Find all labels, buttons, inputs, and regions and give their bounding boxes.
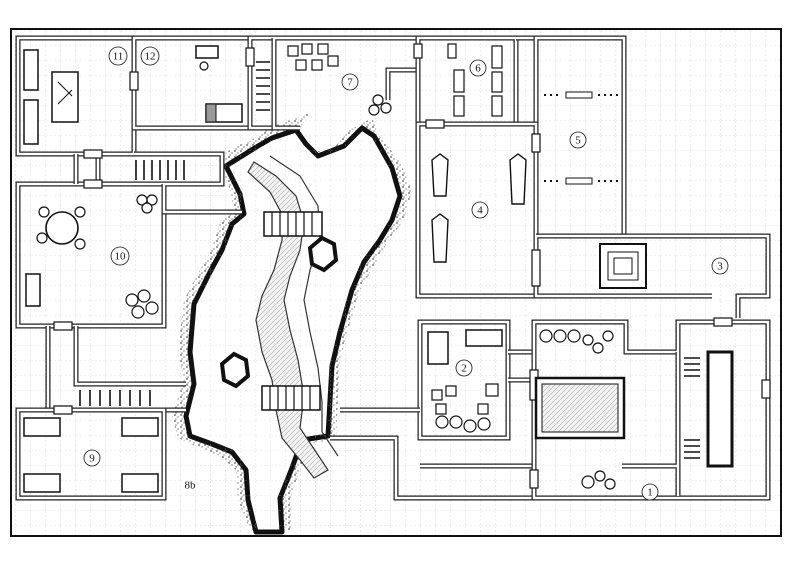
chain-icon [544, 91, 620, 185]
room-labels: 1 2 3 4 5 6 7 8b 9 10 11 12 [83, 46, 729, 501]
stairs-icon[interactable] [79, 390, 151, 406]
door-icon[interactable] [53, 405, 73, 415]
room-label-4[interactable]: 4 [471, 201, 489, 219]
chair-icon [199, 61, 209, 71]
bridge-icon[interactable] [263, 211, 323, 237]
door-icon[interactable] [413, 43, 423, 59]
svg-text:11: 11 [113, 51, 124, 63]
barrel-icon [125, 94, 616, 490]
altar-icon [599, 243, 647, 289]
bridge-icon[interactable] [261, 385, 321, 411]
door-icon[interactable] [83, 179, 103, 189]
stairs-icon[interactable] [684, 357, 700, 377]
door-icon[interactable] [529, 469, 539, 489]
room-label-1[interactable]: 1 [641, 483, 659, 501]
door-icon[interactable] [713, 317, 733, 327]
doors [53, 43, 771, 489]
svg-text:8b: 8b [185, 480, 197, 492]
rock-pillar [219, 351, 251, 389]
door-icon[interactable] [245, 47, 255, 67]
shelf-icon [23, 49, 39, 91]
door-icon[interactable] [531, 249, 541, 287]
svg-text:6: 6 [475, 63, 481, 75]
river-shore [269, 155, 339, 457]
desk-icon [51, 71, 79, 123]
walls [15, 35, 771, 501]
svg-text:4: 4 [477, 205, 483, 217]
cave [172, 112, 412, 535]
room-label-12[interactable]: 12 [140, 46, 160, 66]
bed-icon [121, 417, 159, 437]
svg-text:2: 2 [461, 363, 467, 375]
desk-icon [195, 45, 219, 59]
coffin-icon [431, 153, 527, 263]
svg-text:5: 5 [575, 135, 581, 147]
bed-icon [427, 331, 449, 365]
river [247, 161, 329, 479]
svg-text:9: 9 [89, 453, 95, 465]
table-icon [36, 206, 86, 250]
door-icon[interactable] [447, 43, 457, 59]
room-label-3[interactable]: 3 [711, 257, 729, 275]
shelf-icon [453, 45, 503, 117]
crate-icon [287, 43, 499, 415]
door-icon[interactable] [53, 321, 73, 331]
stair-well [706, 350, 734, 468]
svg-text:10: 10 [115, 251, 127, 263]
stairs-icon[interactable] [684, 439, 700, 459]
door-icon[interactable] [425, 119, 445, 129]
shelf-icon [23, 99, 39, 145]
pool-icon [534, 376, 626, 440]
bed-icon [465, 329, 503, 347]
rock-pillar [307, 235, 339, 273]
door-icon[interactable] [761, 379, 771, 399]
room-label-7[interactable]: 7 [341, 73, 359, 91]
stairs-icon[interactable] [256, 61, 270, 111]
bed-icon [23, 417, 61, 437]
room-label-11[interactable]: 11 [108, 46, 128, 66]
shelf-icon [25, 273, 41, 307]
stairs-icon[interactable] [135, 160, 185, 180]
door-icon[interactable] [83, 149, 103, 159]
bed-icon [23, 473, 61, 493]
room-label-9[interactable]: 9 [83, 449, 101, 467]
bed-icon [121, 473, 159, 493]
svg-text:7: 7 [347, 77, 353, 89]
room-label-6[interactable]: 6 [469, 59, 487, 77]
room-label-5[interactable]: 5 [569, 131, 587, 149]
svg-text:1: 1 [647, 487, 653, 499]
svg-text:12: 12 [145, 51, 156, 63]
room-label-2[interactable]: 2 [455, 359, 473, 377]
svg-text:3: 3 [717, 261, 723, 273]
room-label-8b[interactable]: 8b [185, 480, 197, 492]
room-label-10[interactable]: 10 [110, 246, 130, 266]
door-icon[interactable] [129, 71, 139, 91]
door-icon[interactable] [531, 133, 541, 153]
